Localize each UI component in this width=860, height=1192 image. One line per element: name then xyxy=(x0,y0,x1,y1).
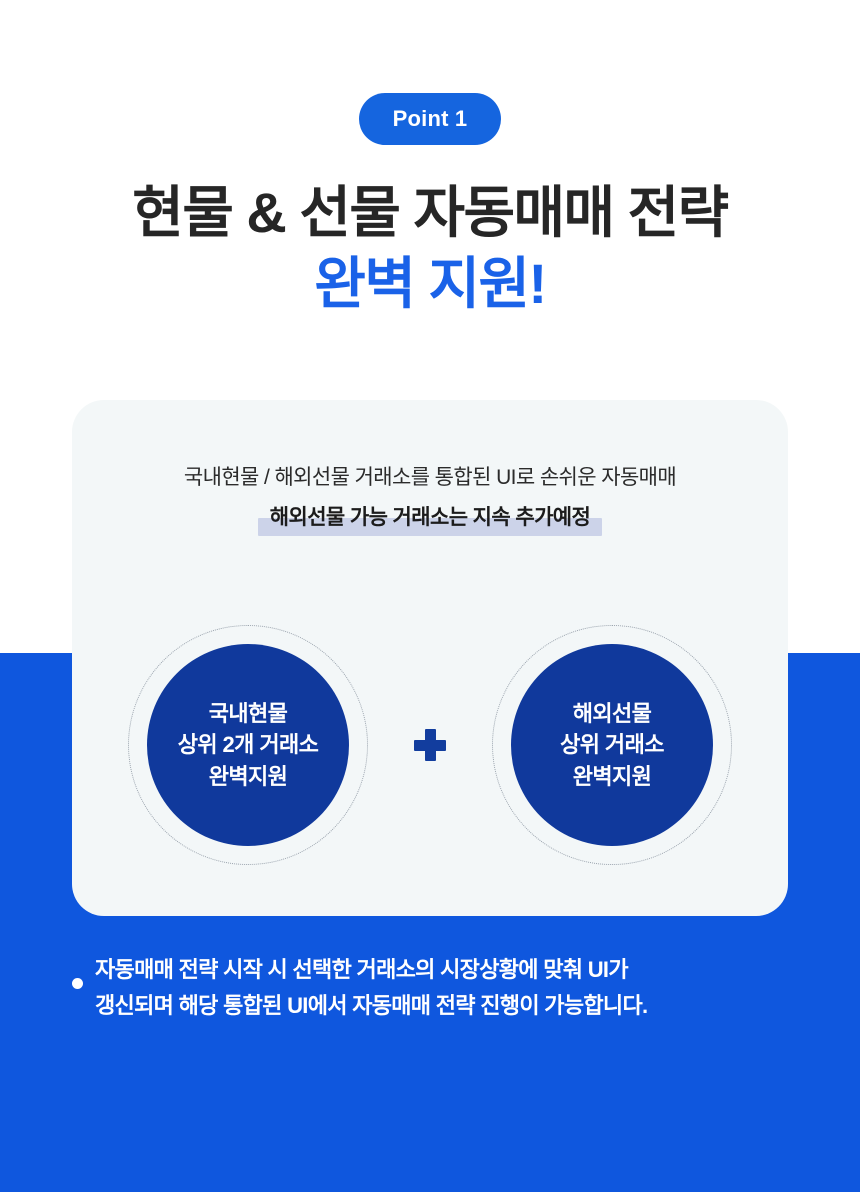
headline-line-2: 완벽 지원! xyxy=(314,251,547,315)
card-description-line-2: 해외선물 가능 거래소는 지속 추가예정 xyxy=(257,504,603,537)
headline-line-1: 현물 & 선물 자동매매 전략 xyxy=(132,181,729,244)
badge-row: Point 1 xyxy=(0,93,860,145)
feature-card: 국내현물 / 해외선물 거래소를 통합된 UI로 손쉬운 자동매매 해외선물 가… xyxy=(72,400,788,916)
circle-unit-overseas-futures: 해외선물 상위 거래소 완벽지원 xyxy=(492,625,732,865)
footnote-line-2: 갱신되며 해당 통합된 UI에서 자동매매 전략 진행이 가능합니다. xyxy=(95,992,648,1018)
circle-unit-domestic-spot: 국내현물 상위 2개 거래소 완벽지원 xyxy=(128,625,368,865)
dotted-ring-icon xyxy=(492,625,732,865)
circle-1-line-2: 상위 2개 거래소 xyxy=(177,732,319,758)
circle-1-line-3: 완벽지원 xyxy=(208,763,288,789)
footnote-line-1: 자동매매 전략 시작 시 선택한 거래소의 시장상황에 맞춰 UI가 xyxy=(95,957,629,982)
card-description-line-2-wrap: 해외선물 가능 거래소는 지속 추가예정 xyxy=(72,504,788,537)
card-description-line-1: 국내현물 / 해외선물 거래소를 통합된 UI로 손쉬운 자동매매 xyxy=(183,466,677,489)
card-description: 국내현물 / 해외선물 거래소를 통합된 UI로 손쉬운 자동매매 해외선물 가… xyxy=(72,464,788,537)
page-title: 현물 & 선물 자동매매 전략 완벽 지원! xyxy=(0,181,860,315)
point-badge: Point 1 xyxy=(359,93,501,145)
circle-overseas-futures: 해외선물 상위 거래소 완벽지원 xyxy=(511,644,713,846)
circle-domestic-spot: 국내현물 상위 2개 거래소 완벽지원 xyxy=(147,644,349,846)
dotted-ring-icon xyxy=(128,625,368,865)
footnote: 자동매매 전략 시작 시 선택한 거래소의 시장상황에 맞춰 UI가 갱신되며 … xyxy=(72,952,812,1023)
circle-1-line-1: 국내현물 xyxy=(208,701,288,727)
circle-2-line-1: 해외선물 xyxy=(572,701,652,727)
circle-diagram: 국내현물 상위 2개 거래소 완벽지원 해외선물 상위 거래소 완벽지원 xyxy=(72,612,788,878)
circle-2-line-3: 완벽지원 xyxy=(572,763,652,789)
circle-2-line-2: 상위 거래소 xyxy=(560,732,664,758)
footnote-lines: 자동매매 전략 시작 시 선택한 거래소의 시장상황에 맞춰 UI가 갱신되며 … xyxy=(95,952,812,1023)
plus-icon xyxy=(410,725,450,765)
bullet-dot-icon xyxy=(72,978,83,989)
